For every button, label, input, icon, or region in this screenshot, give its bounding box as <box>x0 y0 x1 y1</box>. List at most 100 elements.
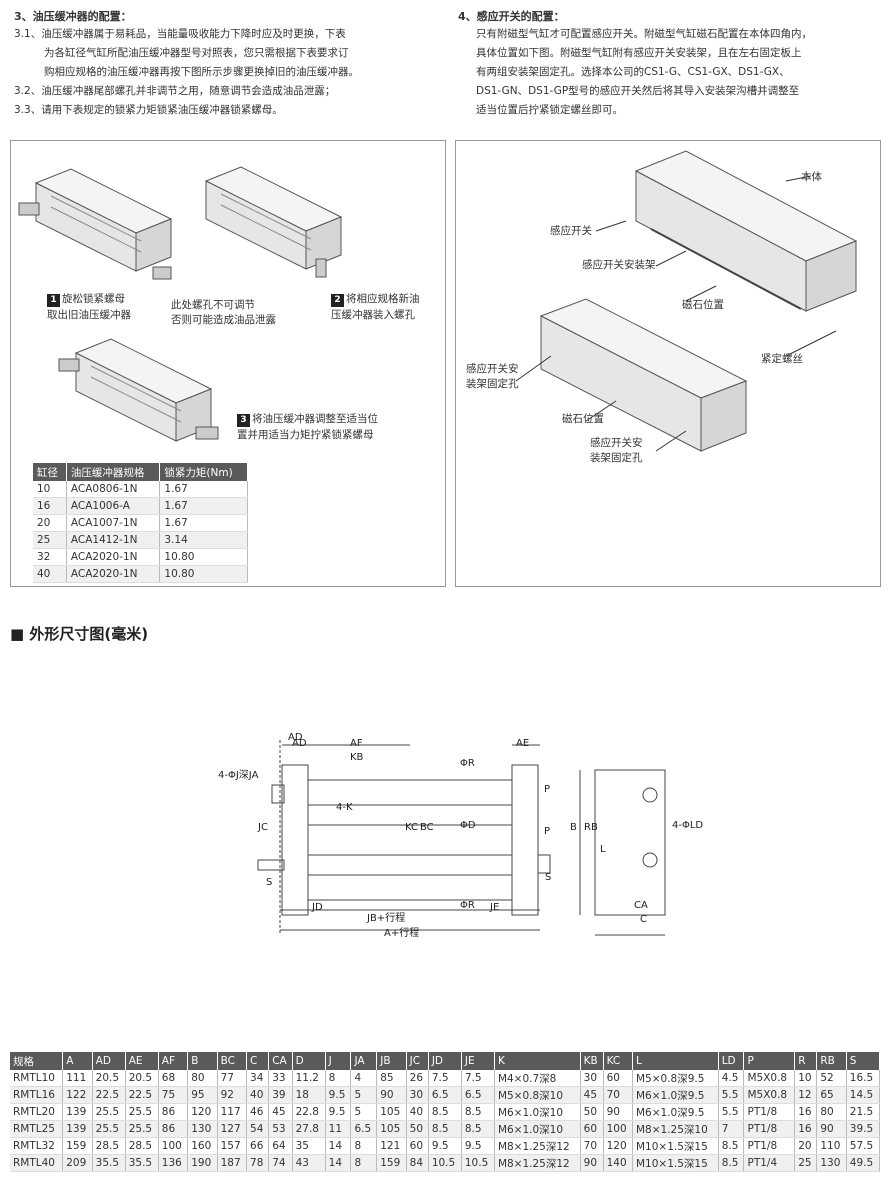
dim-cell: 130 <box>816 1154 847 1172</box>
dim-cell: 33 <box>268 1070 293 1087</box>
section4-line: 适当位置后拧紧锁定螺丝即可。 <box>476 104 623 116</box>
dim-cell: 53 <box>268 1120 293 1138</box>
dim-header: C <box>246 1052 270 1070</box>
dim-label-KC: KC <box>405 822 418 833</box>
dim-label-JE: JE <box>490 902 500 913</box>
step1-line1: 旋松锁紧螺母 <box>62 293 125 305</box>
dim-label-JC: JC <box>258 822 268 833</box>
dim-cell: 25.5 <box>92 1120 126 1138</box>
dim-cell: 86 <box>158 1120 189 1138</box>
dim-label-A: A+行程 <box>384 928 420 939</box>
dim-label-PhiR1: ΦR <box>460 758 475 769</box>
dim-header: S <box>846 1052 881 1070</box>
section4-line: DS1-GN、DS1-GP型号的感应开关然后将其导入安装架沟槽并调整至 <box>476 85 800 97</box>
dim-cell: 26 <box>406 1070 429 1087</box>
dim-cell: 30 <box>580 1070 604 1087</box>
dim-cell: 30 <box>406 1086 429 1104</box>
dim-header: KB <box>580 1052 604 1070</box>
section3-title: 3、油压缓冲器的配置： <box>14 10 132 23</box>
dim-header: JE <box>461 1052 495 1070</box>
dim-header: JB <box>376 1052 407 1070</box>
step1-badge: 1 <box>47 294 60 307</box>
dim-cell: 6.5 <box>428 1086 462 1104</box>
dim-cell: 11.2 <box>292 1070 326 1087</box>
torque-cell: 1.67 <box>159 497 248 515</box>
step2-badge: 2 <box>331 294 344 307</box>
dim-cell: M5X0.8 <box>743 1070 796 1087</box>
torque-header: 油压缓冲器规格 <box>66 463 161 481</box>
fix-hole-2-line1: 感应开关安 <box>590 437 643 449</box>
dim-cell: 60 <box>603 1070 634 1087</box>
dim-cell: 14 <box>325 1154 352 1172</box>
dim-cell: 8.5 <box>428 1103 462 1121</box>
dim-cell: PT1/8 <box>743 1120 796 1138</box>
dim-cell: 120 <box>603 1137 634 1155</box>
dim-cell: 190 <box>187 1154 218 1172</box>
dim-cell: 209 <box>62 1154 93 1172</box>
dim-cell: 10 <box>794 1070 818 1087</box>
dim-cell: M6×1.0深9.5 <box>632 1086 719 1104</box>
cylinder-drawing-1 <box>18 168 173 280</box>
dim-header: JD <box>428 1052 462 1070</box>
dim-header: AD <box>92 1052 126 1070</box>
dim-cell: 60 <box>406 1137 429 1155</box>
dim-label-KB: KB <box>350 752 364 763</box>
dim-cell: M8×1.25深12 <box>494 1154 581 1172</box>
dim-cell: 10.5 <box>461 1154 495 1172</box>
torque-cell: 3.14 <box>159 531 248 549</box>
dim-header: R <box>794 1052 818 1070</box>
section3-line: 3.2、油压缓冲器尾部螺孔并非调节之用，随意调节会造成油品泄露； <box>14 85 336 97</box>
torque-cell: 40 <box>33 565 67 583</box>
dim-cell: 187 <box>217 1154 248 1172</box>
dim-cell: 25.5 <box>92 1103 126 1121</box>
dim-cell: 7.5 <box>461 1070 495 1087</box>
dim-cell: 92 <box>217 1086 248 1104</box>
dim-cell: 21.5 <box>846 1103 881 1121</box>
dim-cell: 136 <box>158 1154 189 1172</box>
section-marker: ■ <box>10 625 25 643</box>
sensor-switch-panel: 本体 感应开关 感应开关安装架 磁石位置 感应开关安 装架固定孔 紧定螺丝 磁石… <box>455 140 881 587</box>
dim-label-B: B <box>570 822 577 833</box>
torque-header: 锁紧力矩(Nm) <box>159 463 248 481</box>
dim-cell: 5 <box>350 1086 378 1104</box>
dim-cell: 35.5 <box>125 1154 159 1172</box>
dim-cell: 25 <box>794 1154 818 1172</box>
torque-cell: 20 <box>33 514 67 532</box>
dim-cell: 100 <box>603 1120 634 1138</box>
torque-cell: ACA1006-A <box>66 497 161 515</box>
dim-cell: 100 <box>158 1137 189 1155</box>
dimension-drawing: AD <box>257 732 666 936</box>
cylinder-upper <box>634 150 858 312</box>
dim-cell: 40 <box>246 1086 270 1104</box>
dim-cell: 45 <box>580 1086 604 1104</box>
torque-header-row: 缸径 油压缓冲器规格 锁紧力矩(Nm) <box>33 463 248 481</box>
dim-label-S2: S <box>545 872 552 883</box>
dim-cell: 6.5 <box>350 1120 378 1138</box>
section3-line: 3.3、请用下表规定的锁紧力矩锁紧油压缓冲器锁紧螺母。 <box>14 104 283 116</box>
torque-cell: 10.80 <box>159 548 248 566</box>
section3-line: 3.1、油压缓冲器属于易耗品，当能量吸收能力下降时应及时更换，下表 <box>14 28 346 40</box>
dim-cell: 159 <box>62 1137 93 1155</box>
dim-cell: 121 <box>376 1137 407 1155</box>
label-set-screw: 紧定螺丝 <box>761 353 803 365</box>
dim-cell: 85 <box>376 1070 407 1087</box>
dim-cell: 65 <box>816 1086 847 1104</box>
dim-cell: 74 <box>268 1154 293 1172</box>
dim-cell: 10.5 <box>428 1154 462 1172</box>
dim-header: A <box>62 1052 93 1070</box>
dim-cell: 8.5 <box>718 1154 745 1172</box>
torque-cell: ACA1007-1N <box>66 514 161 532</box>
torque-cell: ACA2020-1N <box>66 565 161 583</box>
dim-cell: 22.5 <box>125 1086 159 1104</box>
dim-label-PhiR2: ΦR <box>460 900 475 911</box>
cylinder-drawing-2 <box>204 166 343 278</box>
label-body: 本体 <box>801 171 822 183</box>
dim-cell: 49.5 <box>846 1154 881 1172</box>
dim-cell: 111 <box>62 1070 93 1087</box>
